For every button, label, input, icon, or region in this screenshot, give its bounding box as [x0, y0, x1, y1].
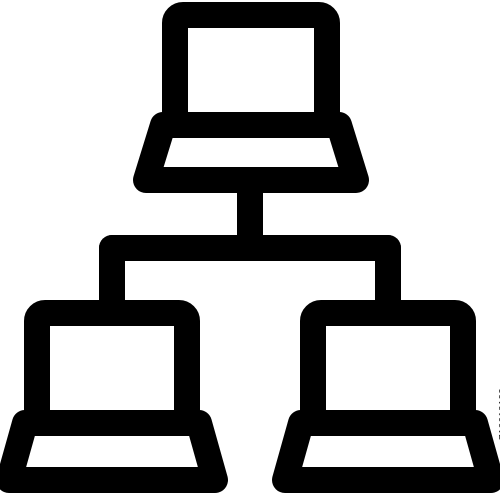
- bottom-right-laptop-icon: [272, 300, 500, 493]
- top-laptop-base: [133, 112, 369, 193]
- bottom-right-laptop-screen: [300, 300, 476, 436]
- bottom-right-laptop-base: [272, 410, 500, 493]
- top-laptop-icon: [133, 2, 369, 193]
- bottom-left-laptop-icon: [0, 300, 228, 493]
- bottom-left-laptop-base: [0, 410, 228, 493]
- bottom-left-laptop-screen: [24, 300, 200, 436]
- top-laptop-screen: [162, 2, 340, 138]
- network-connector-lines: [99, 167, 401, 326]
